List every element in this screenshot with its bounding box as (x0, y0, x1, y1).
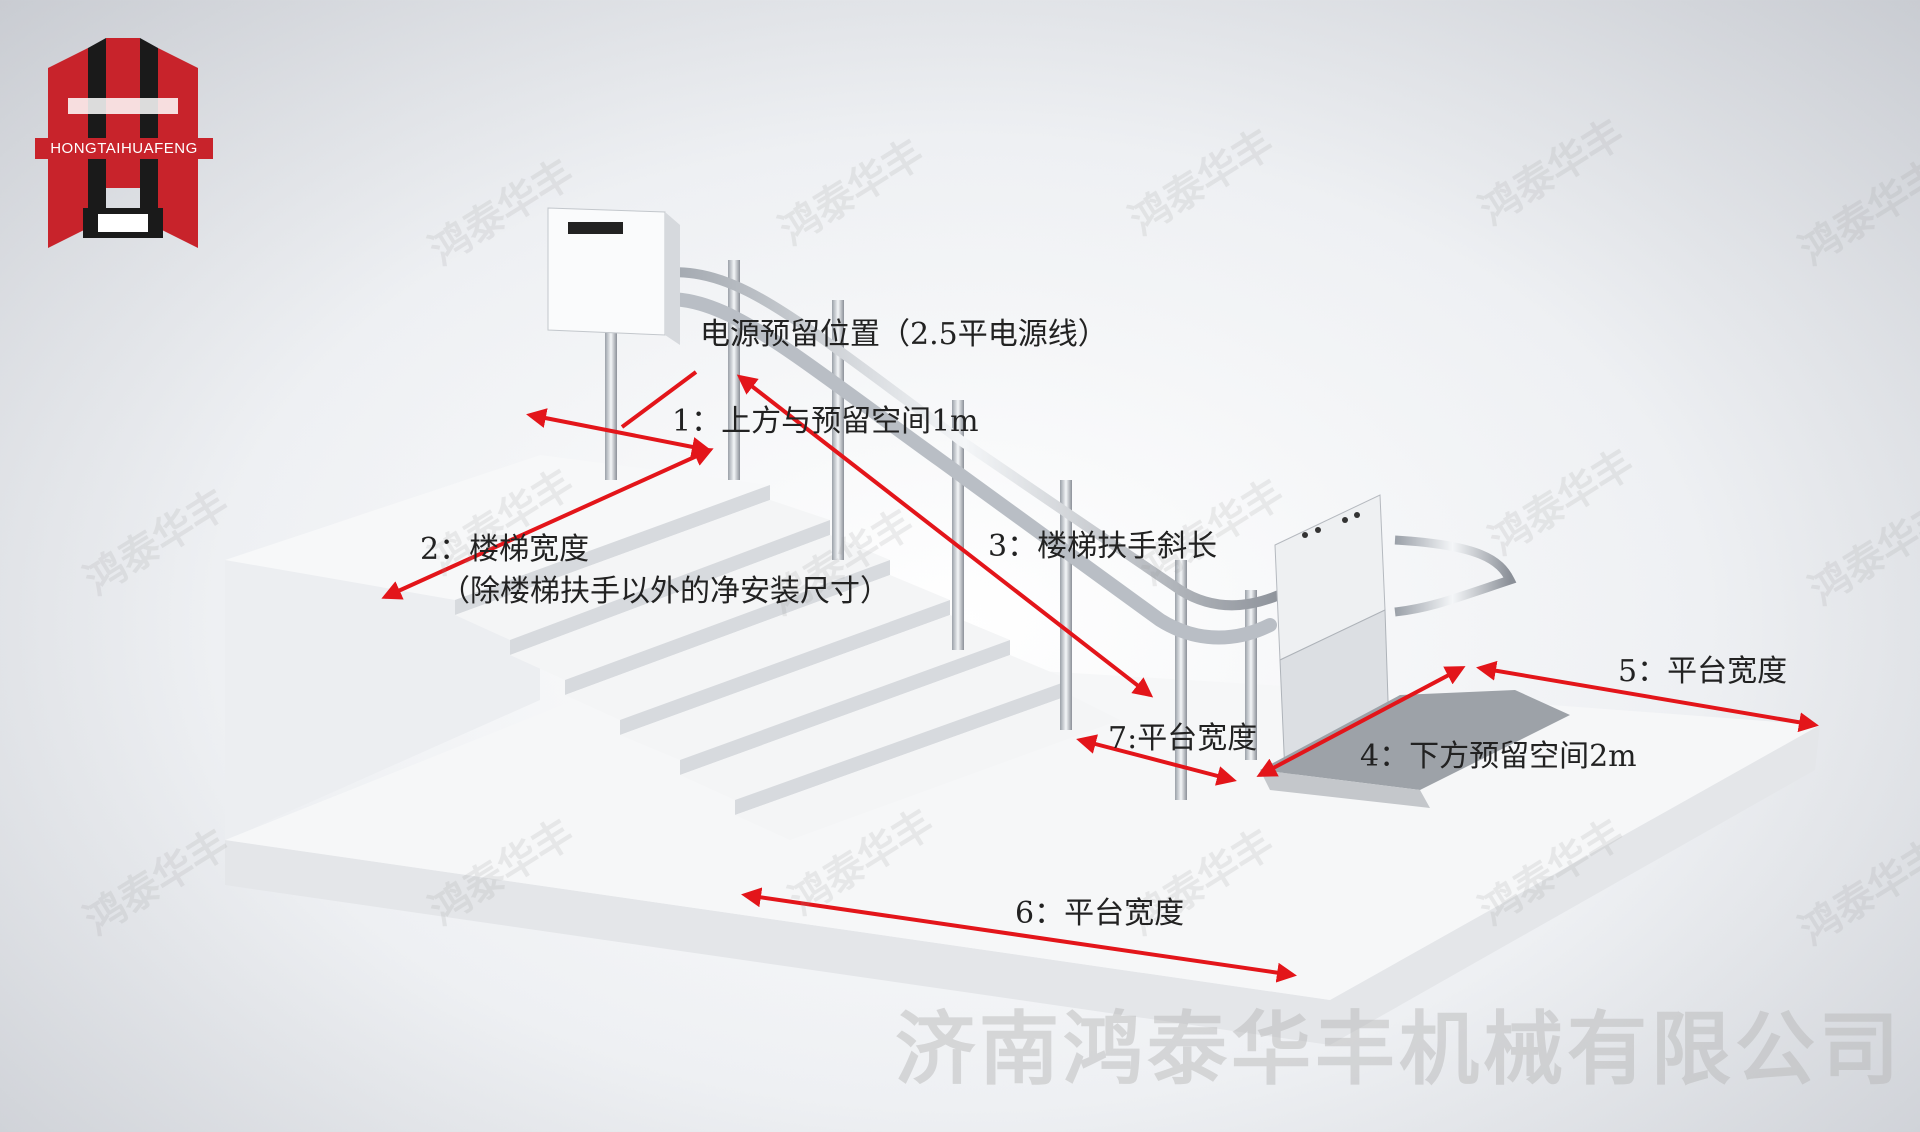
label-bottom-space: 4：下方预留空间2m (1360, 739, 1637, 774)
label-platform-width-7: 7:平台宽度 (1108, 721, 1258, 756)
arrow-platform-7 (1076, 734, 1237, 786)
company-name-watermark: 济南鸿泰华丰机械有限公司 (895, 1003, 1903, 1096)
label-platform-width-5: 5：平台宽度 (1618, 654, 1788, 689)
label-stair-width: 2：楼梯宽度 (420, 532, 590, 567)
arrow-rail-length (736, 374, 1154, 698)
arrow-top-space (526, 408, 712, 457)
power-control-box (547, 207, 680, 345)
arrow-platform-5 (1476, 660, 1819, 733)
floor-platform (225, 725, 1820, 1045)
arrow-bottom-space (1256, 666, 1466, 777)
arrow-stair-width (381, 447, 714, 600)
label-power-reserve: 电源预留位置（2.5平电源线） (700, 317, 1108, 352)
logo-brand-text: HONGTAIHUAFENG (35, 138, 213, 159)
label-rail-length: 3：楼梯扶手斜长 (988, 529, 1218, 564)
control-buttons-icon (1302, 512, 1360, 538)
measurement-lines (381, 370, 1819, 983)
power-pointer (620, 370, 698, 429)
label-stair-width-note: （除楼梯扶手以外的净安装尺寸） (440, 574, 890, 609)
label-platform-width-6: 6：平台宽度 (1015, 896, 1185, 931)
arrow-platform-6 (741, 887, 1297, 983)
label-top-space: 1：上方与预留空间1m (672, 404, 979, 439)
